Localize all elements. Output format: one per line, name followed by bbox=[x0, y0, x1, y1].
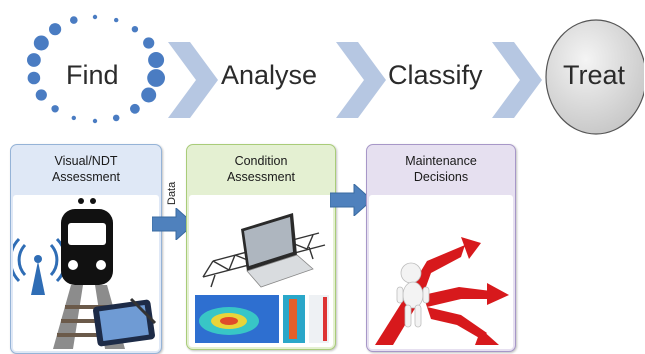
treat-circle bbox=[545, 19, 644, 135]
step-classify: Classify bbox=[388, 60, 483, 90]
panel-title-line2: Decisions bbox=[413, 170, 469, 184]
train-icon bbox=[61, 198, 113, 285]
ring-dot bbox=[141, 87, 157, 103]
tablet-icon bbox=[93, 297, 157, 347]
ring-dot bbox=[71, 115, 76, 121]
ring-dot bbox=[92, 14, 98, 20]
panel-title-line2: Assessment bbox=[226, 170, 296, 184]
ring-dot bbox=[35, 89, 47, 101]
chevron-shape bbox=[168, 42, 218, 118]
chevron-shape bbox=[336, 42, 386, 118]
panel-title-line2: Assessment bbox=[51, 170, 121, 184]
ring-dot bbox=[143, 37, 155, 49]
arrow-right-icon bbox=[330, 184, 372, 216]
figure-at-crossroads-image bbox=[375, 237, 509, 345]
chevron-right-icon bbox=[336, 42, 386, 118]
laptop-icon bbox=[241, 213, 314, 288]
data-connector-label: Data bbox=[166, 181, 178, 205]
wireless-signal-icon bbox=[11, 237, 68, 283]
panel-title-line1: Maintenance bbox=[405, 154, 477, 168]
panel-title: Maintenance Decisions bbox=[367, 145, 515, 201]
ring-dot bbox=[27, 53, 41, 67]
panel-title: Visual/NDT Assessment bbox=[11, 145, 161, 201]
ring-dot bbox=[70, 16, 78, 24]
panel-title: Condition Assessment bbox=[187, 145, 335, 201]
ring-dot bbox=[33, 35, 49, 51]
ring-dot bbox=[131, 26, 139, 33]
ring-dot bbox=[51, 105, 59, 113]
chevron-right-icon bbox=[168, 42, 218, 118]
panel-maintenance: Maintenance Decisions bbox=[366, 144, 516, 352]
step-analyse: Analyse bbox=[221, 60, 318, 90]
ring-dot bbox=[27, 71, 41, 85]
panel-visual-ndt: Visual/NDT Assessment bbox=[10, 144, 162, 354]
step-treat: Treat bbox=[563, 60, 626, 90]
dot-ring-icon bbox=[27, 14, 165, 124]
ring-dot bbox=[112, 114, 120, 122]
panel-illustration bbox=[11, 198, 157, 349]
panel-title-line1: Visual/NDT bbox=[54, 154, 118, 168]
panel-title-line1: Condition bbox=[234, 154, 288, 168]
panel-illustration bbox=[195, 213, 329, 343]
person-icon bbox=[396, 262, 430, 328]
panel-body bbox=[189, 195, 333, 347]
panel-condition: Condition Assessment bbox=[186, 144, 336, 350]
arrow-right-icon bbox=[152, 208, 194, 240]
ring-dot bbox=[92, 118, 98, 124]
stress-heatmap-image bbox=[195, 295, 329, 343]
ring-dot bbox=[49, 23, 62, 36]
panel-body bbox=[369, 195, 513, 349]
ring-dot bbox=[114, 17, 119, 23]
step-find: Find bbox=[66, 60, 119, 90]
ring-dot bbox=[130, 103, 140, 114]
chevron-shape bbox=[492, 42, 542, 118]
chevron-right-icon bbox=[492, 42, 542, 118]
ring-dot bbox=[147, 69, 165, 87]
antenna-mast bbox=[31, 261, 45, 295]
panel-body bbox=[11, 195, 159, 351]
ring-dot bbox=[148, 52, 165, 68]
